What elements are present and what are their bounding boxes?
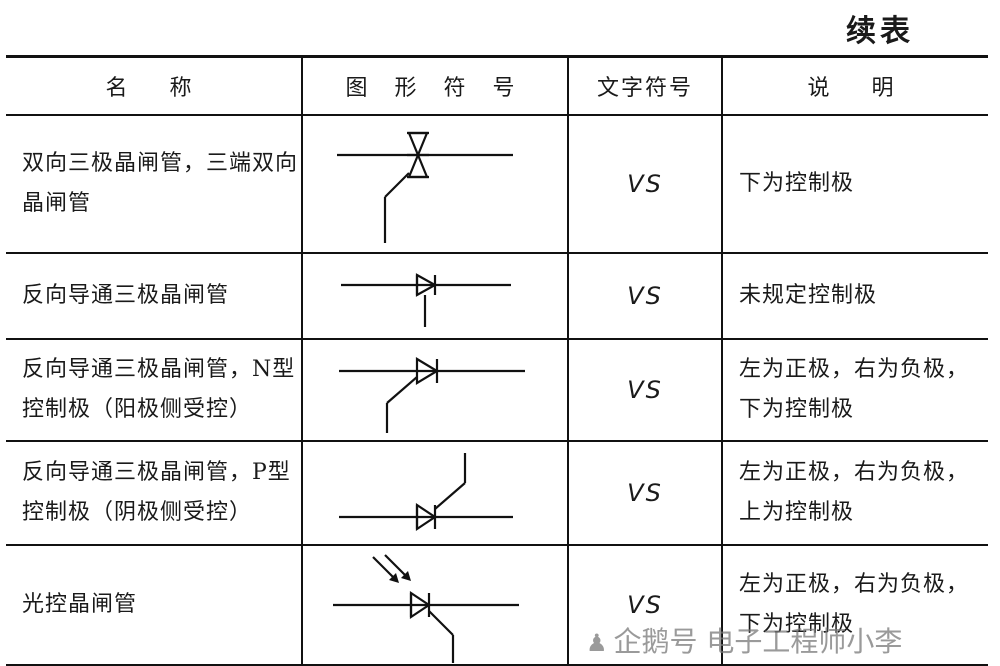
table-row: 反向导通三极晶闸管，P型控制极（阴极侧受控） VS 左为正极，右为负极，上为控制… [6,440,988,546]
column-header-code: 文字符号 [567,55,723,116]
graphic-symbol-cell [301,338,569,442]
component-note: 左为正极，右为负极，下为控制极 [721,544,988,666]
component-note: 下为控制极 [721,114,988,254]
graphic-symbol-cell [301,440,569,546]
table-row: 双向三极晶闸管，三端双向晶闸管 VS 下为控制极 [6,114,988,254]
table-row: 反向导通三极晶闸管 VS 未规定控制极 [6,252,988,340]
letter-code: VS [567,338,723,442]
component-note: 左为正极，右为负极，上为控制极 [721,440,988,546]
letter-code: VS [567,440,723,546]
reverse-conducting-triode-thyristor-symbol [341,273,511,327]
component-name: 光控晶闸管 [6,544,303,666]
component-name: 反向导通三极晶闸管，P型控制极（阴极侧受控） [6,440,303,546]
component-name: 反向导通三极晶闸管 [6,252,303,340]
watermark-text: 企鹅号 电子工程师小李 [613,625,903,658]
column-header-name: 名 称 [6,55,303,116]
table-continued-heading: 续表 [846,14,914,49]
thyristor-symbol-table: 名 称 图 形 符 号 文字符号 说 明 双向三极晶闸管，三端双向晶闸管 VS … [6,55,988,666]
graphic-symbol-cell [301,252,569,340]
table-row: 反向导通三极晶闸管，N型控制极（阳极侧受控） VS 左为正极，右为负极，下为控制… [6,338,988,442]
component-note: 左为正极，右为负极，下为控制极 [721,338,988,442]
reverse-conducting-thyristor-n-gate-symbol [339,357,525,433]
table-header-row: 名 称 图 形 符 号 文字符号 说 明 [6,55,988,116]
reverse-conducting-thyristor-p-gate-symbol [339,453,513,532]
column-header-note: 说 明 [721,55,988,116]
graphic-symbol-cell [301,544,569,666]
letter-code: VS [567,252,723,340]
watermark: ♟企鹅号 电子工程师小李 [586,620,902,660]
component-note: 未规定控制极 [721,252,988,340]
component-name: 双向三极晶闸管，三端双向晶闸管 [6,114,303,254]
penguin-icon: ♟ [586,629,608,657]
bidirectional-triode-thyristor-symbol [337,131,513,243]
letter-code: VS [567,114,723,254]
component-name: 反向导通三极晶闸管，N型控制极（阳极侧受控） [6,338,303,442]
column-header-symbol: 图 形 符 号 [301,55,569,116]
graphic-symbol-cell [301,114,569,254]
light-activated-thyristor-symbol [333,554,519,663]
